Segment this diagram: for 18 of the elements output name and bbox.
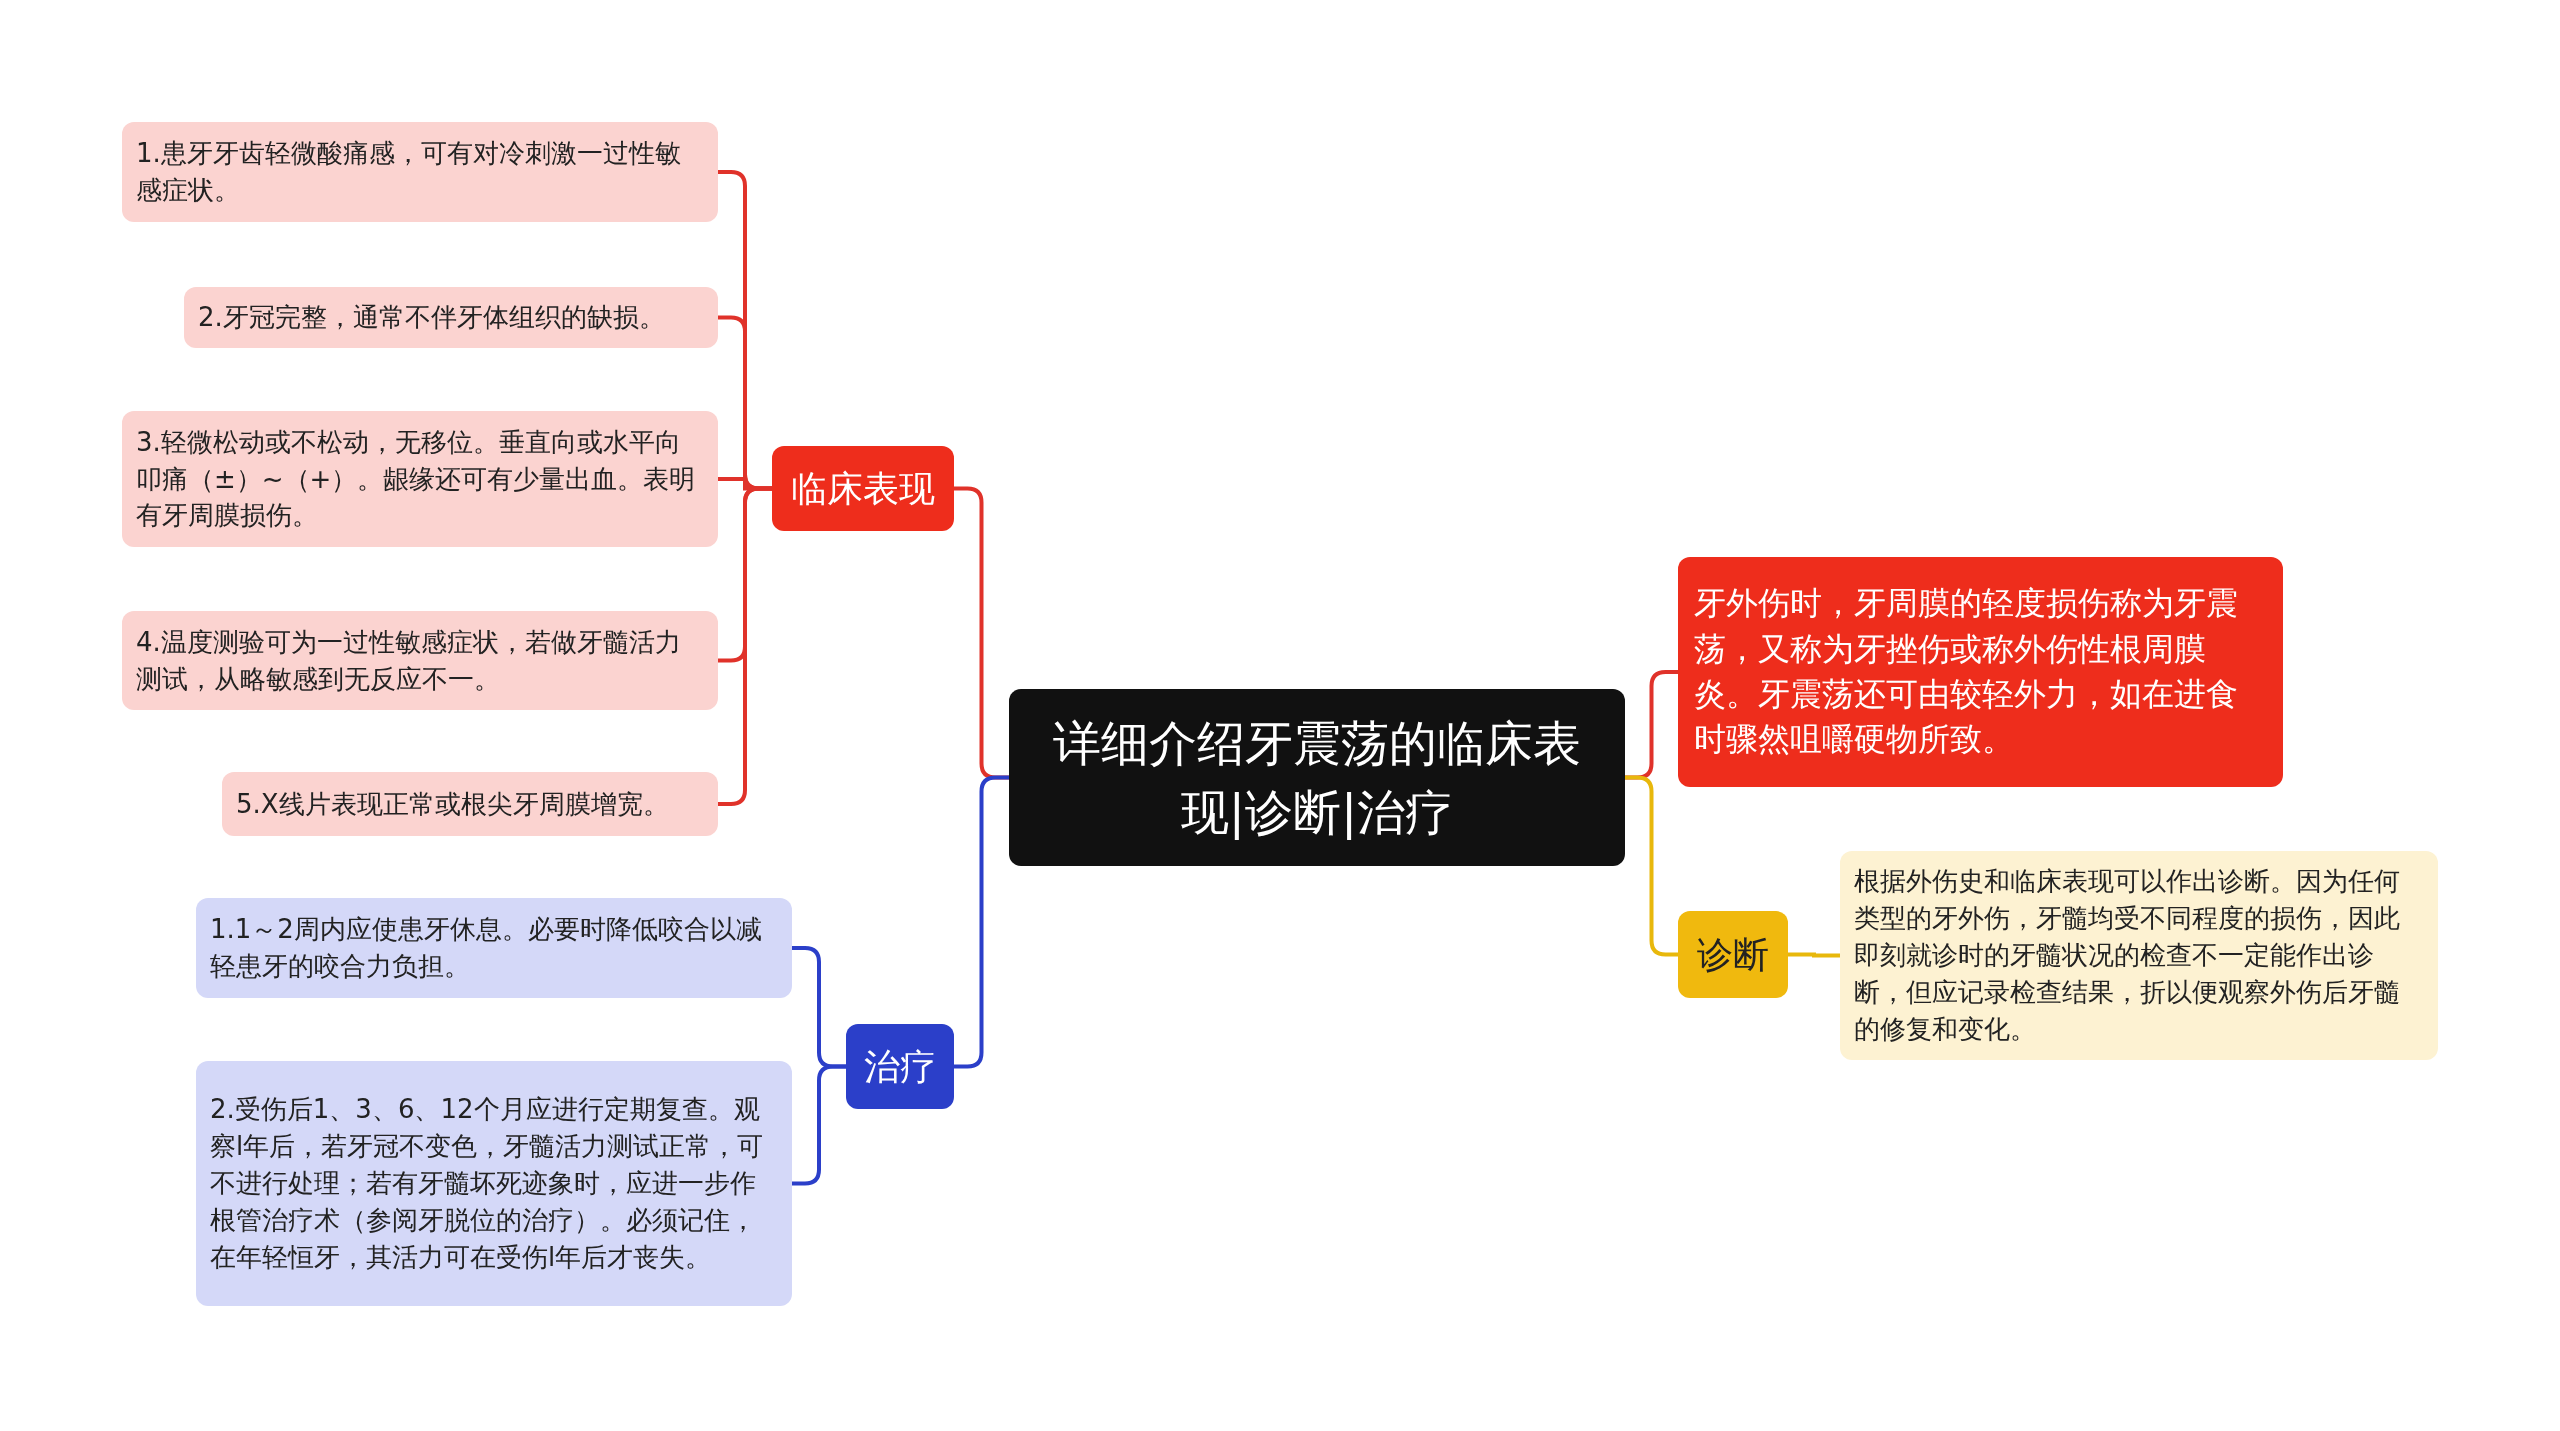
connector-line — [954, 775, 1009, 1069]
subtopic-box: 2.受伤后1、3、6、12个月应进行定期复查。观察l年后，若牙冠不变色，牙髓活力测试正常，可不进行处理；若有牙髓坏死迹象时，应进一步作根管治疗术（参阅牙脱位的治疗）。必须记住，在年轻恒牙，其活力可在受伤l年后才丧失。 — [196, 1061, 792, 1306]
connector-line — [1625, 775, 1678, 957]
subtopic-box: 1.1～2周内应使患牙休息。必要时降低咬合以减轻患牙的咬合力负担。 — [196, 898, 792, 998]
subtopic-box: 3.轻微松动或不松动，无移位。垂直向或水平向叩痛（±）~（+）。龈缘还可有少量出血。表明有牙周膜损伤。 — [122, 411, 718, 547]
connector-line — [718, 486, 772, 806]
subtopic-box: 1.患牙牙齿轻微酸痛感，可有对冷刺激一过性敏感症状。 — [122, 122, 718, 222]
subtopic-box: 5.X线片表现正常或根尖牙周膜增宽。 — [222, 772, 718, 836]
branch-topic-box: 治疗 — [846, 1024, 954, 1109]
branch-topic-box: 诊断 — [1678, 911, 1788, 998]
central-topic-box: 详细介绍牙震荡的临床表现|诊断|治疗 — [1009, 689, 1625, 866]
connector-line — [792, 1064, 846, 1186]
subtopic-box: 2.牙冠完整，通常不伴牙体组织的缺损。 — [184, 287, 718, 348]
description-box: 牙外伤时，牙周膜的轻度损伤称为牙震荡，又称为牙挫伤或称外伤性根周膜炎。牙震荡还可由较轻外力，如在进食时骤然咀嚼硬物所致。 — [1678, 557, 2283, 787]
subtopic-box: 4.温度测验可为一过性敏感症状，若做牙髓活力测试，从略敏感到无反应不一。 — [122, 611, 718, 710]
branch-topic-box: 临床表现 — [772, 446, 954, 531]
connector-line — [1788, 952, 1840, 958]
subtopic-box: 根据外伤史和临床表现可以作出诊断。因为任何类型的牙外伤，牙髓均受不同程度的损伤，因此即刻就诊时的牙髓状况的检查不一定能作出诊断，但应记录检查结果，折以便观察外伤后牙髓的修复和变化。 — [1840, 851, 2438, 1060]
